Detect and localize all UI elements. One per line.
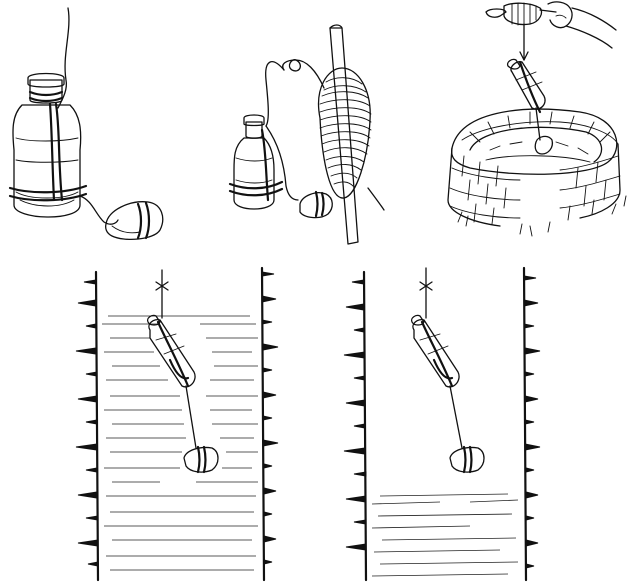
panel-bottle-submerged <box>76 268 278 580</box>
panel-lowering-into-well <box>448 2 626 236</box>
panel-wrapped-on-stick <box>230 25 384 244</box>
panel-bottle-with-stone <box>10 8 163 239</box>
panel-bottle-filled <box>344 268 540 580</box>
